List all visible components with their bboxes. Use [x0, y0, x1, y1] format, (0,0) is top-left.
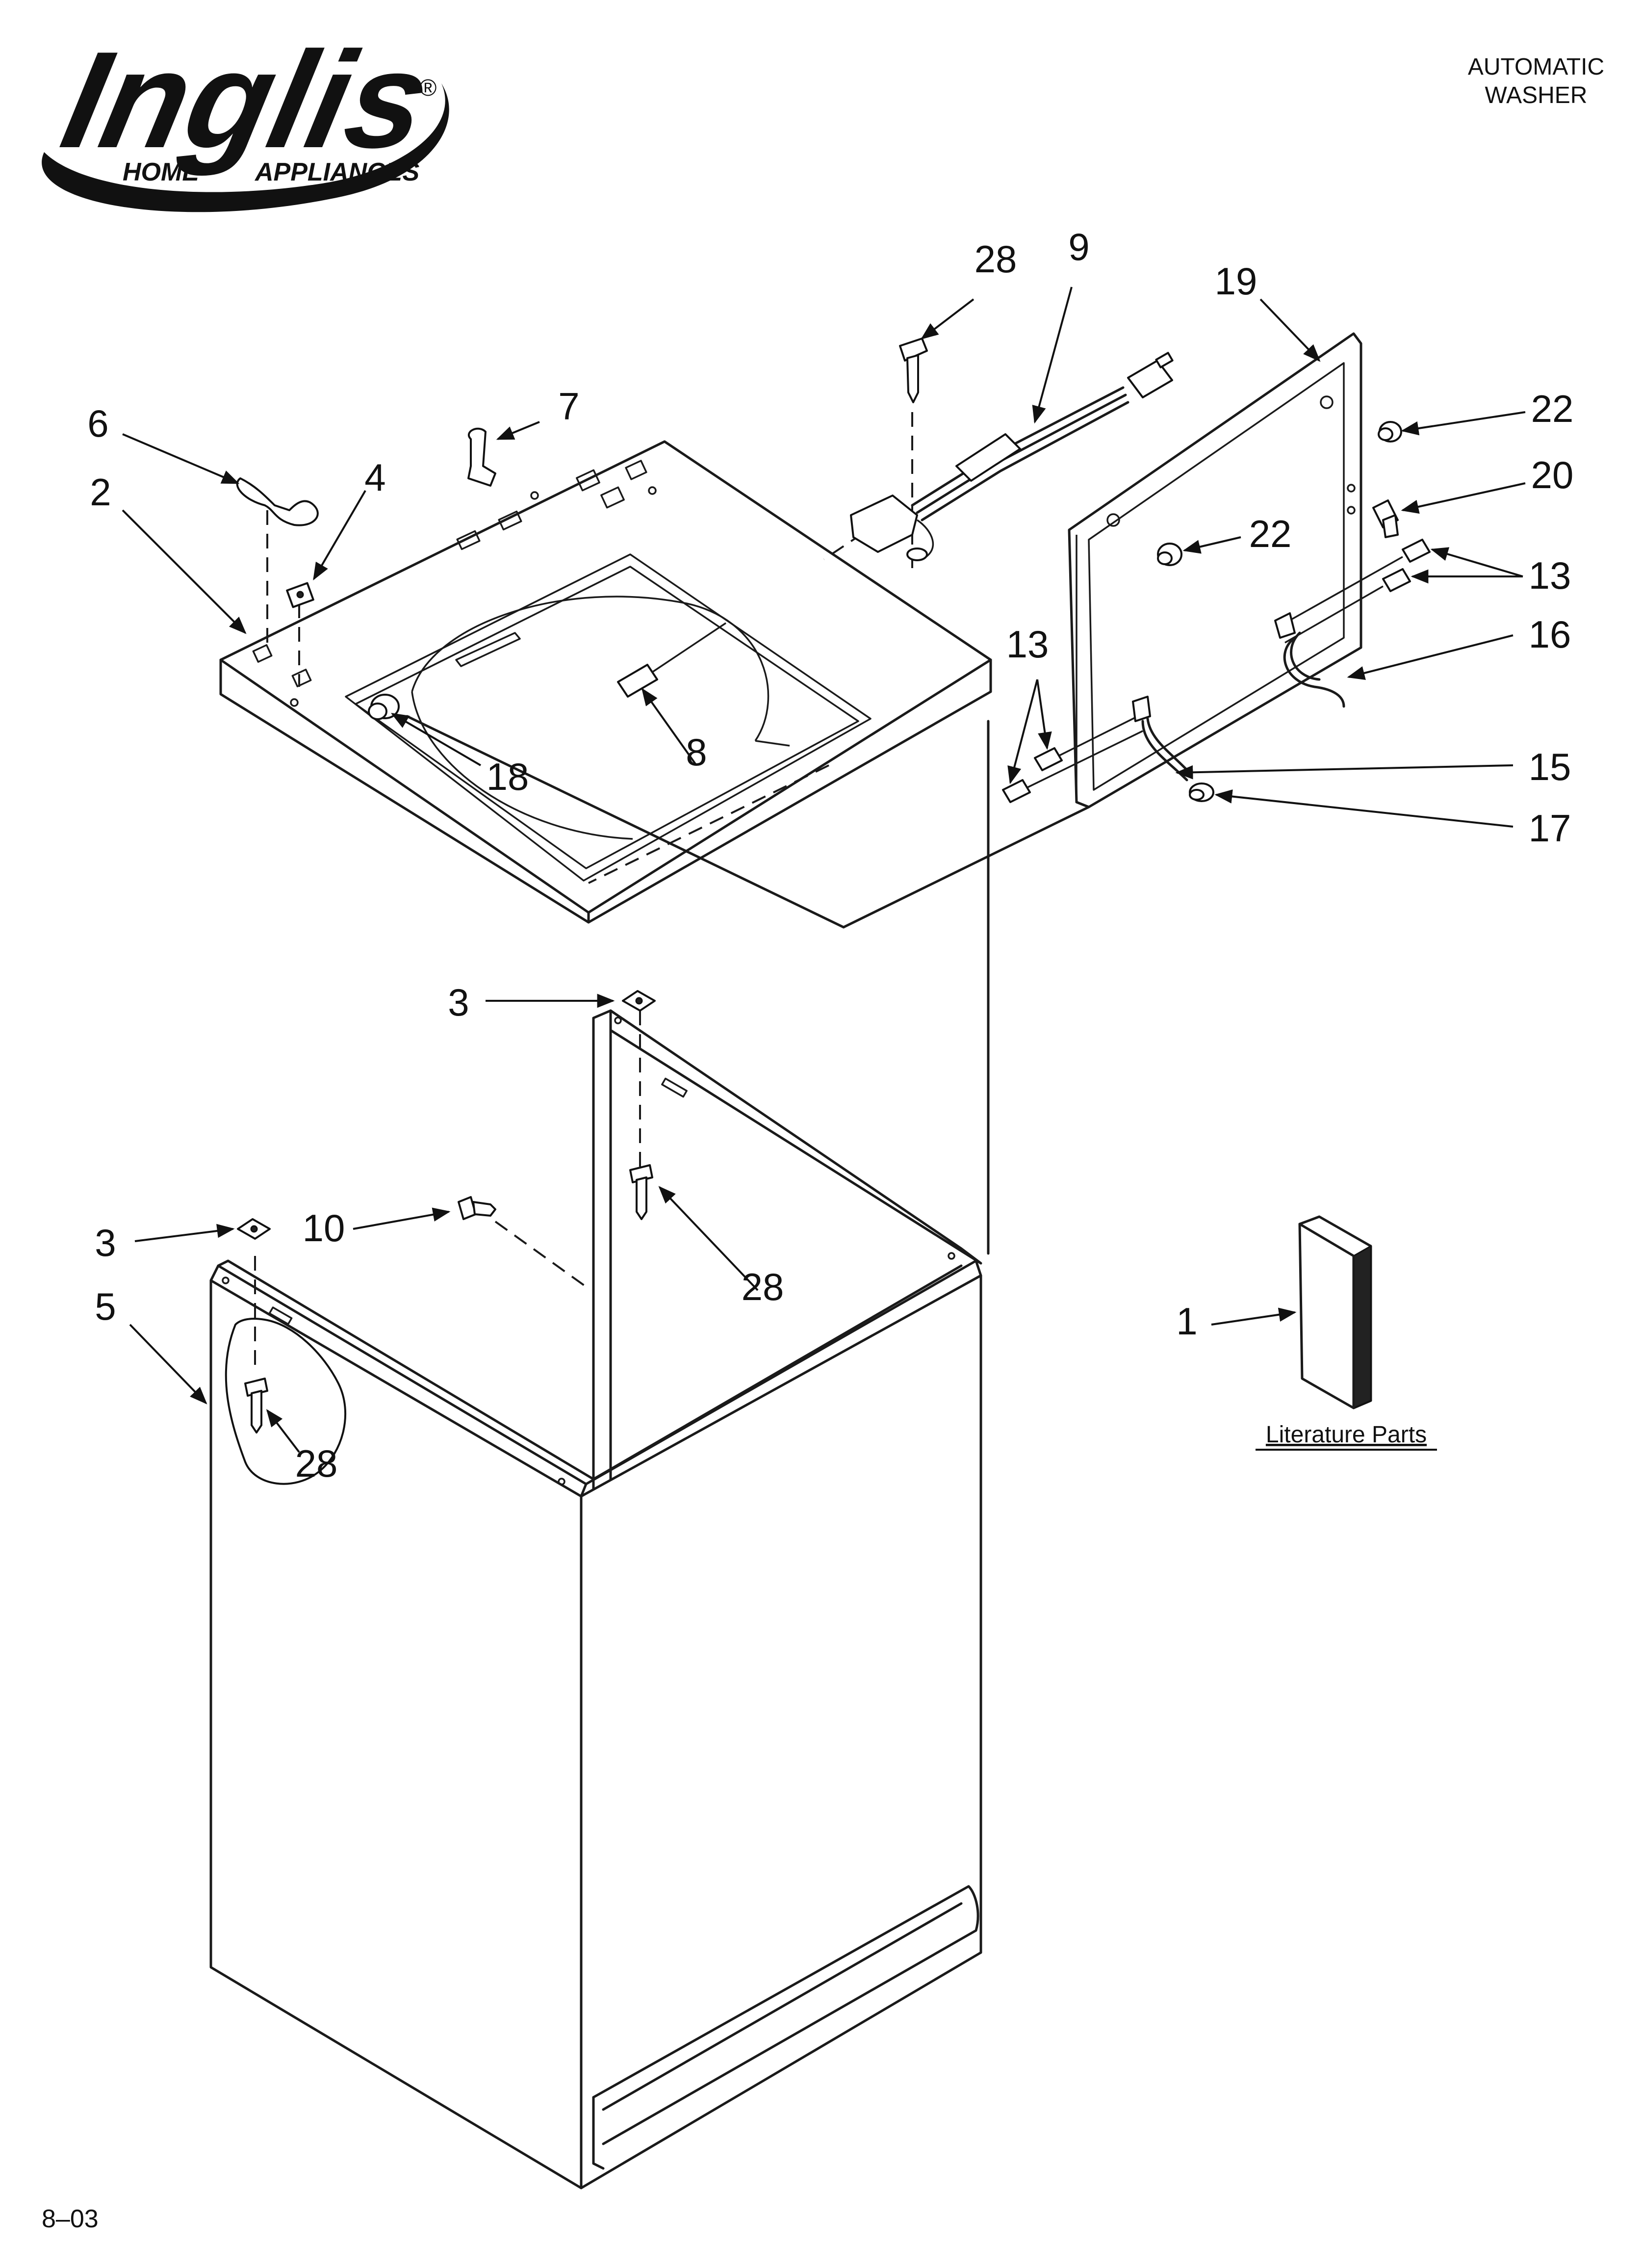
part-8-screw: [617, 622, 726, 698]
callout-7: 7: [558, 385, 579, 428]
brand-name: Inglis: [51, 24, 442, 177]
assembly-line-10: [494, 1221, 592, 1291]
part-16-wire: [1283, 631, 1345, 708]
callout-28-top: 28: [975, 237, 1017, 281]
part-18-hinge: [368, 694, 400, 720]
part-9-harness: [850, 352, 1174, 561]
header-line-washer: WASHER: [1485, 82, 1588, 108]
callout-10: 10: [303, 1206, 345, 1250]
part-5-cabinet: [209, 1009, 982, 2190]
callout-28-cutaway: 28: [295, 1442, 338, 1485]
brand-tagline-home: HOME: [123, 158, 200, 186]
part-22-plug-left: [1157, 543, 1182, 566]
part-28-cabinet-screw: [629, 1164, 653, 1220]
callout-2: 2: [90, 470, 111, 514]
registered-mark: ®: [419, 75, 436, 101]
callout-13-right: 13: [1529, 554, 1571, 597]
part-3-clip-top: [622, 990, 656, 1012]
callout-22-left: 22: [1249, 512, 1292, 555]
part-28-top-screw: [899, 338, 928, 403]
callout-6: 6: [87, 402, 108, 445]
callout-20: 20: [1531, 453, 1574, 496]
callout-9: 9: [1068, 225, 1089, 268]
callout-13-left: 13: [1006, 623, 1049, 666]
callout-16: 16: [1529, 613, 1571, 656]
literature-parts-label: Literature Parts: [1266, 1422, 1427, 1448]
footer-date-code: 8–03: [42, 2205, 99, 2233]
callout-labels: 6 2 4 7 8 18 28 9 19 22 20 22 13 16 13 1…: [87, 225, 1573, 1485]
callout-19: 19: [1215, 260, 1257, 303]
part-4-bracket: [286, 582, 314, 608]
part-6-clip: [236, 477, 319, 526]
callout-22-right: 22: [1531, 387, 1574, 430]
inglis-logo: Inglis HOME APPLIANCES ®: [42, 24, 449, 212]
part-28-cutaway-screw: [244, 1378, 268, 1434]
part-22-plug-right: [1378, 421, 1402, 443]
leader-lines: [122, 287, 1526, 1453]
part-1-literature: [1298, 1215, 1372, 1409]
callout-18: 18: [487, 755, 529, 798]
callout-17: 17: [1529, 807, 1571, 850]
part-7-wire-clip: [467, 427, 496, 487]
callout-15: 15: [1529, 745, 1571, 788]
part-20-clip: [1372, 499, 1399, 538]
header-line-automatic: AUTOMATIC: [1468, 54, 1604, 80]
callout-4: 4: [364, 456, 385, 499]
part-10-screw: [458, 1196, 496, 1220]
callout-3-left: 3: [95, 1221, 116, 1264]
part-17-connector: [1189, 782, 1214, 802]
callout-1: 1: [1176, 1300, 1197, 1343]
callout-28-cabinet: 28: [742, 1265, 784, 1308]
washer-top-part: [219, 440, 992, 924]
console-link-line: [842, 806, 1090, 929]
part-3-clip-left: [237, 1218, 271, 1240]
callout-8: 8: [686, 730, 707, 774]
part-13-screws-left: [1002, 696, 1151, 803]
part-19-console: [1068, 332, 1362, 808]
callout-3-top: 3: [448, 981, 469, 1024]
callout-5: 5: [95, 1285, 116, 1328]
brand-tagline-appliances: APPLIANCES: [254, 158, 419, 186]
hinge-line: [406, 715, 845, 929]
part-13-screws-right: [1274, 539, 1431, 644]
